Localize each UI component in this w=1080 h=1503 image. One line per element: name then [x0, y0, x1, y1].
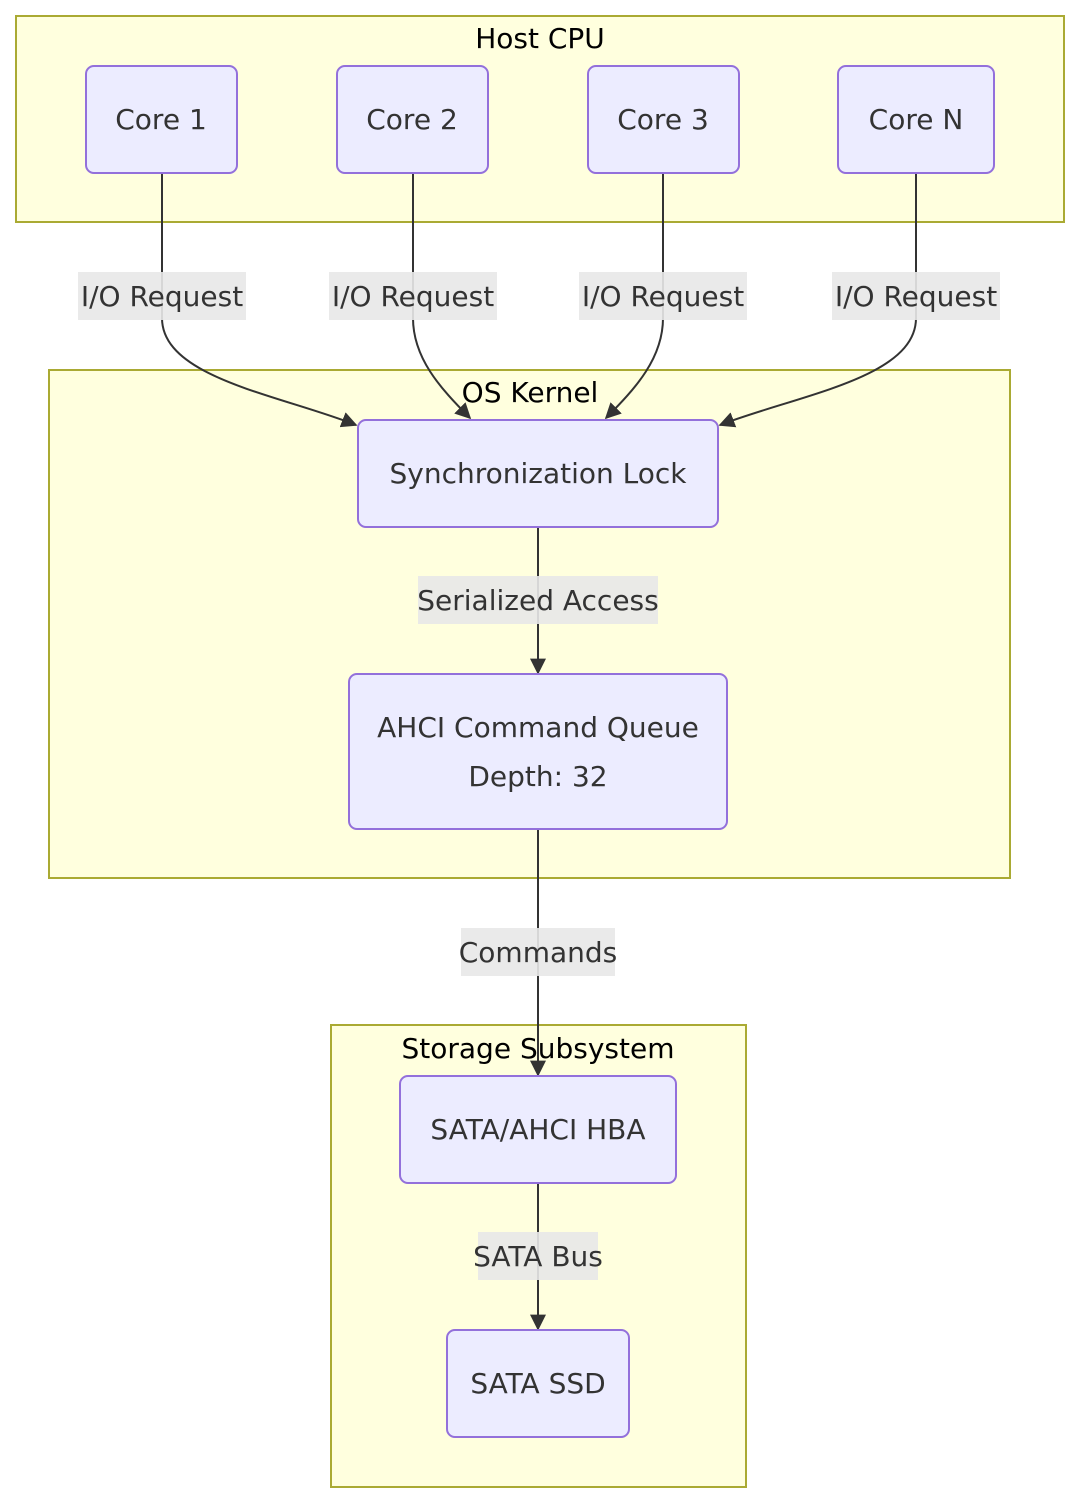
node-label: SATA SSD [470, 1367, 605, 1400]
node-sata-ahci-hba: SATA/AHCI HBA [399, 1075, 677, 1184]
node-box [587, 65, 740, 174]
cluster-os-kernel-title: OS Kernel [462, 376, 599, 409]
node-box [837, 65, 995, 174]
edge-label-sata-bus: SATA Bus [473, 1232, 603, 1280]
edge-label-io1: I/O Request [78, 272, 246, 320]
edge-label-text: SATA Bus [473, 1240, 603, 1273]
edge-label-io3: I/O Request [579, 272, 747, 320]
edge-label-text: Commands [459, 936, 618, 969]
edge-label-bg [418, 576, 658, 624]
node-label: Core N [869, 103, 964, 136]
node-core-3: Core 3 [587, 65, 740, 174]
edge-label-text: I/O Request [582, 280, 744, 313]
edge-label-text: I/O Request [81, 280, 243, 313]
edge-label-io2: I/O Request [329, 272, 497, 320]
edge-label-bg [329, 272, 497, 320]
edge-label-text: Serialized Access [417, 584, 658, 617]
cluster-host-cpu-title: Host CPU [475, 22, 605, 55]
node-label: Core 2 [366, 103, 458, 136]
node-box [399, 1075, 677, 1184]
edge-label-bg [832, 272, 1000, 320]
edge-label-bg [461, 928, 615, 976]
edge-coreN-to-lock [718, 173, 917, 428]
node-label: Synchronization Lock [389, 457, 687, 490]
edges [161, 173, 917, 1331]
node-label-line1: AHCI Command Queue [377, 711, 699, 744]
node-box [85, 65, 238, 174]
edge-core2-to-lock [412, 173, 472, 420]
node-sata-ssd: SATA SSD [446, 1329, 630, 1438]
node-label: SATA/AHCI HBA [430, 1113, 645, 1146]
node-label-line2: Depth: 32 [468, 760, 607, 793]
node-synchronization-lock: Synchronization Lock [357, 419, 719, 528]
node-core-n: Core N [837, 65, 995, 174]
edge-label-bg [478, 1232, 598, 1280]
edge-label-text: I/O Request [835, 280, 997, 313]
edge-label-bg [579, 272, 747, 320]
node-ahci-command-queue: AHCI Command Queue Depth: 32 [348, 673, 728, 830]
edge-label-commands: Commands [459, 928, 618, 976]
edge-label-serialized: Serialized Access [417, 576, 659, 624]
node-box [357, 419, 719, 528]
node-label: Core 1 [115, 103, 207, 136]
node-label: Core 3 [617, 103, 709, 136]
edge-label-ioN: I/O Request [832, 272, 1000, 320]
node-box [446, 1329, 630, 1438]
node-box [348, 673, 728, 830]
edge-core3-to-lock [604, 173, 664, 420]
node-core-1: Core 1 [85, 65, 238, 174]
edge-label-bg [78, 272, 246, 320]
edge-core1-to-lock [161, 173, 358, 428]
node-core-2: Core 2 [336, 65, 489, 174]
node-box [336, 65, 489, 174]
edge-label-text: I/O Request [332, 280, 494, 313]
